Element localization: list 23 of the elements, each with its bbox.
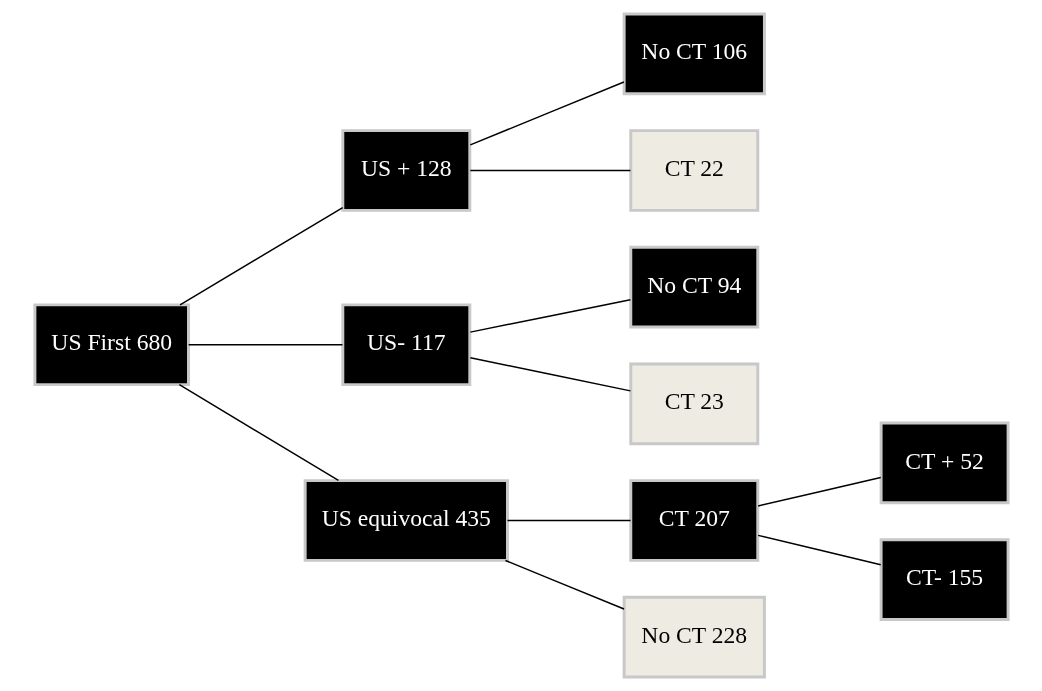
node-box: No CT 228 xyxy=(622,595,766,679)
node-box: US- 117 xyxy=(340,303,471,387)
connector xyxy=(756,476,881,507)
node-box: CT 22 xyxy=(628,129,759,212)
node-box: CT 23 xyxy=(628,362,759,446)
node-box: US First 680 xyxy=(32,303,190,387)
connector xyxy=(178,383,339,482)
node-box: No CT 106 xyxy=(622,12,766,96)
connector xyxy=(178,206,343,306)
connector xyxy=(469,299,631,333)
connector xyxy=(756,534,881,566)
node-box: US equivocal 435 xyxy=(303,479,509,562)
node-box: CT + 52 xyxy=(879,421,1010,505)
node-box: US + 128 xyxy=(340,129,471,212)
connector xyxy=(469,169,631,172)
connector xyxy=(506,519,631,522)
connector xyxy=(469,81,625,146)
node-box: CT 207 xyxy=(628,479,759,562)
connector xyxy=(504,559,625,610)
node-box: CT- 155 xyxy=(879,538,1010,621)
node-box: No CT 94 xyxy=(628,245,759,329)
connector xyxy=(469,357,631,392)
connector xyxy=(187,344,343,346)
